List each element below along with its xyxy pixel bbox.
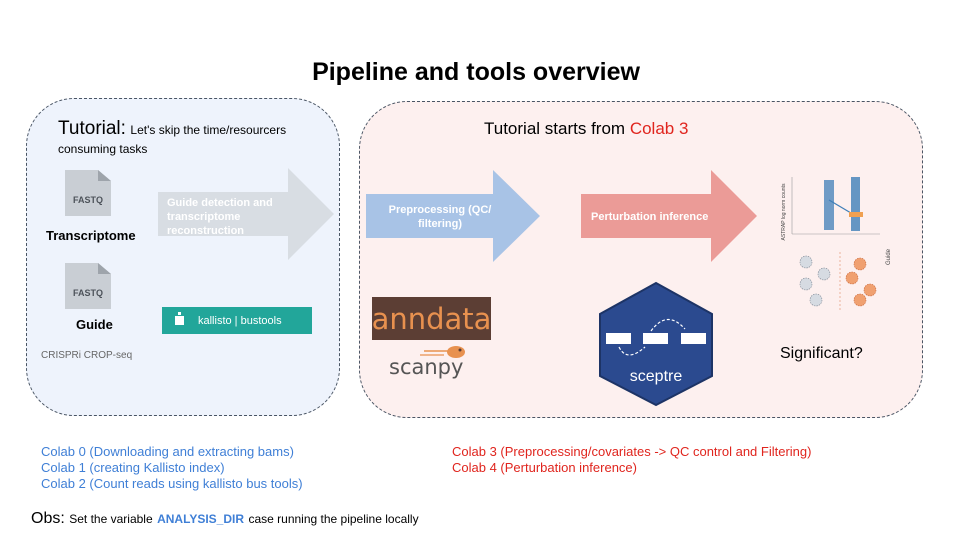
guide-label: Guide [76,317,113,332]
colab-link-1[interactable]: Colab 1 (creating Kallisto index) [41,460,225,475]
right-panel-heading-prefix: Tutorial starts from [484,119,626,138]
left-panel-heading: Tutorial: Let's skip the time/resourcers… [58,118,298,158]
colab-link-3[interactable]: Colab 3 (Preprocessing/covariates -> QC … [452,444,812,459]
perturbation-inference-arrow [581,170,757,262]
guide-detection-arrow [158,168,334,260]
sceptre-hex-logo: sceptre [599,281,713,407]
preprocessing-arrow-label: Preprocessing (QC/ filtering) [388,204,492,230]
tutorial-skip-panel [26,98,340,416]
result-scatter-plot: ASTRAP log norm counts Guide [781,177,892,312]
obs-note: Obs: Set the variable ANALYSIS_DIR case … [31,510,419,528]
kallisto-bustools-logo: kallisto | bustools [162,307,312,334]
fastq-file-icon-text: FASTQ [72,288,103,298]
right-panel-heading-highlight: Colab 3 [629,119,689,138]
colab-list-right: Colab 3 (Preprocessing/covariates -> QC … [452,444,811,476]
fastq-file-icon: FASTQ [65,170,111,216]
guide-detection-arrow-label: Guide detection and transcriptome recons… [167,197,273,237]
anndata-logo: anndata [372,297,491,340]
sceptre-logo-text: sceptre [630,368,683,385]
colab-list-left: Colab 0 (Downloading and extracting bams… [41,444,303,492]
right-panel-heading: Tutorial starts from Colab 3 [484,119,688,139]
fastq-file-icon-text: FASTQ [72,195,103,205]
transcriptome-label: Transcriptome [46,228,136,243]
kallisto-bustools-text: kallisto | bustools [198,314,282,327]
left-panel-heading-sub: Let's skip the time/resourcers consuming… [58,123,287,156]
kallisto-book-icon [175,312,184,325]
colab-link-4[interactable]: Colab 4 (Perturbation inference) [452,460,637,475]
obs-text-before: Set the variable [69,512,153,526]
obs-text-after: case running the pipeline locally [248,512,419,526]
preprocessing-arrow [366,170,540,262]
result-plot-side-label: Guide [886,248,892,265]
significant-question: Significant? [780,345,863,362]
result-plot-ylabel: ASTRAP log norm counts [781,183,787,240]
obs-prefix: Obs: [31,510,65,527]
scanpy-icon [420,346,465,358]
crispri-footnote: CRISPRi CROP-seq [41,350,133,361]
fastq-file-icon: FASTQ [65,263,111,309]
tutorial-start-panel [359,101,923,418]
analysis-dir-variable: ANALYSIS_DIR [157,512,245,526]
scanpy-logo: scanpy [389,355,464,379]
perturbation-inference-arrow-label: Perturbation inference [591,211,709,223]
slide-title: Pipeline and tools overview [312,58,640,86]
colab-link-0[interactable]: Colab 0 (Downloading and extracting bams… [41,444,294,459]
left-panel-heading-main: Tutorial: [58,118,126,139]
colab-link-2[interactable]: Colab 2 (Count reads using kallisto bus … [41,476,303,491]
